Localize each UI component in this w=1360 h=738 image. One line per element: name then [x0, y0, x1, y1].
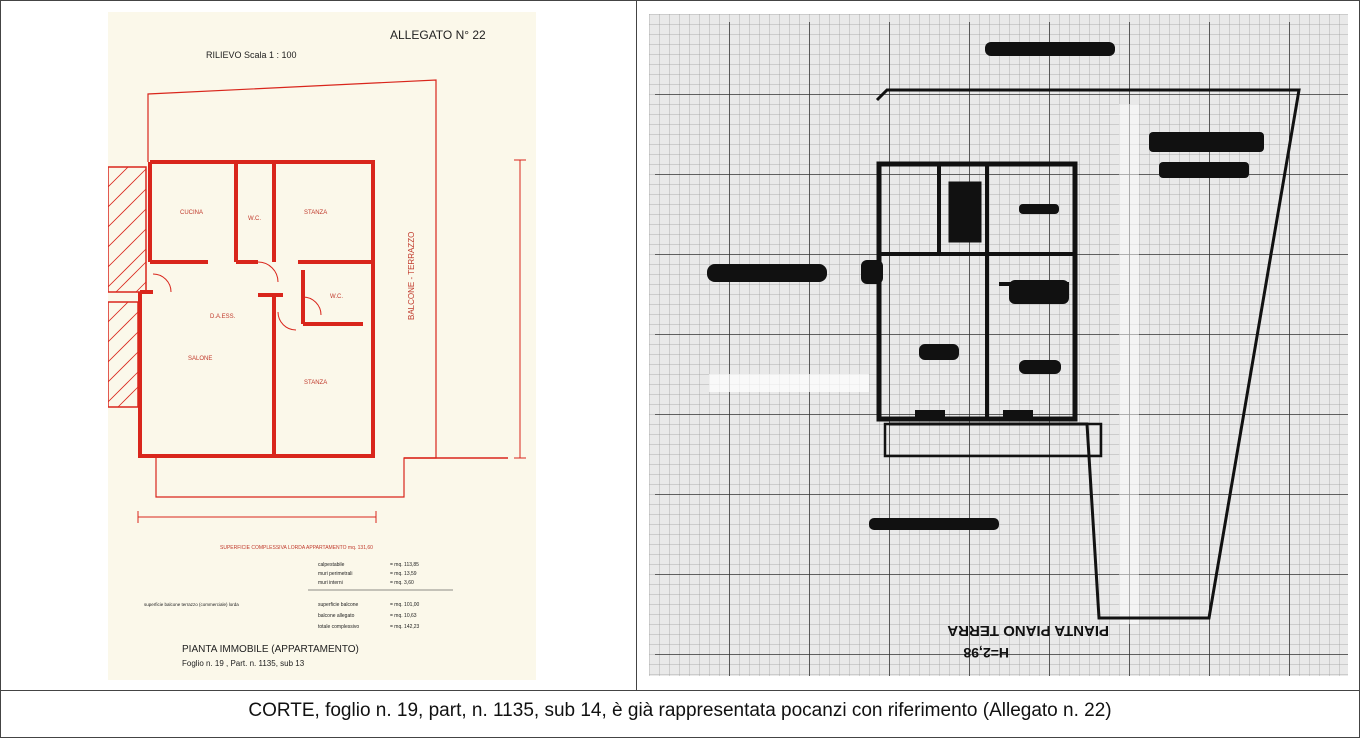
balcony-rows: superficie balcone = mq. 101,00 balcone …: [318, 602, 420, 630]
scan-marks: [707, 42, 1264, 530]
svg-text:= mq. 142,23: = mq. 142,23: [390, 624, 420, 630]
svg-text:= mq. 101,00: = mq. 101,00: [390, 602, 420, 608]
survey-scale: RILIEVO Scala 1 : 100: [206, 50, 297, 60]
cadastral-scan: PIANTA PIANO TERRA H=2,98: [649, 14, 1348, 676]
stairwell-hatch: [108, 166, 147, 408]
building-block: [876, 161, 1103, 458]
cadastral-scan-svg: PIANTA PIANO TERRA H=2,98: [649, 14, 1348, 676]
svg-text:= mq. 13,59: = mq. 13,59: [390, 571, 417, 577]
svg-text:superficie balcone: superficie balcone: [318, 602, 359, 608]
door-swings: [152, 261, 322, 331]
caption-divider: [0, 690, 1360, 691]
svg-text:= mq. 3,60: = mq. 3,60: [390, 580, 414, 586]
stamp-text: PIANTA PIANO TERRA: [947, 622, 1109, 639]
apartment-walls: [138, 160, 375, 458]
svg-text:calpestabile: calpestabile: [318, 562, 345, 568]
graph-paper-coarse: [655, 22, 1348, 676]
balcony-label: BALCONE - TERRAZZO: [407, 232, 416, 320]
svg-text:muri perimetrali: muri perimetrali: [318, 571, 352, 577]
surface-rows: calpestabile = mq. 113,85 muri perimetra…: [308, 562, 453, 591]
plan-subtitle: Foglio n. 19 , Part. n. 1135, sub 13: [182, 659, 305, 668]
room-wc-1: W.C.: [248, 216, 261, 222]
balcony-outline: [147, 79, 437, 498]
room-bedroom-top: STANZA: [304, 210, 327, 216]
svg-text:= mq. 10,63: = mq. 10,63: [390, 613, 417, 619]
attachment-label: ALLEGATO N° 22: [390, 28, 486, 42]
surface-heading: SUPERFICIE COMPLESSIVA LORDA APPARTAMENT…: [220, 545, 373, 551]
balcony-row-label: superficie balcone terrazzo (commerciale…: [144, 602, 239, 607]
figure-caption: CORTE, foglio n. 19, part, n. 1135, sub …: [248, 700, 1112, 721]
stamp-rotated: PIANTA PIANO TERRA H=2,98: [947, 622, 1109, 661]
column-divider: [636, 0, 637, 690]
dimension-lines: [137, 159, 526, 523]
height-text: H=2,98: [963, 645, 1009, 661]
room-kitchen: CUCINA: [180, 210, 203, 216]
floor-plan-survey: ALLEGATO N° 22 RILIEVO Scala 1 : 100: [108, 12, 536, 680]
floor-plan-svg: ALLEGATO N° 22 RILIEVO Scala 1 : 100: [108, 28, 526, 668]
svg-text:muri interni: muri interni: [318, 580, 343, 586]
svg-text:= mq. 113,85: = mq. 113,85: [390, 562, 419, 568]
room-bedroom-bottom: STANZA: [304, 380, 327, 386]
svg-text:balcone allegato: balcone allegato: [318, 613, 355, 619]
svg-text:totale complessivo: totale complessivo: [318, 624, 359, 630]
room-living: SALONE: [188, 356, 212, 362]
room-wc-2: W.C.: [330, 294, 343, 300]
plan-title: PIANTA IMMOBILE (APPARTAMENTO): [182, 644, 359, 655]
room-corridor: D.A.ESS.: [210, 314, 236, 320]
